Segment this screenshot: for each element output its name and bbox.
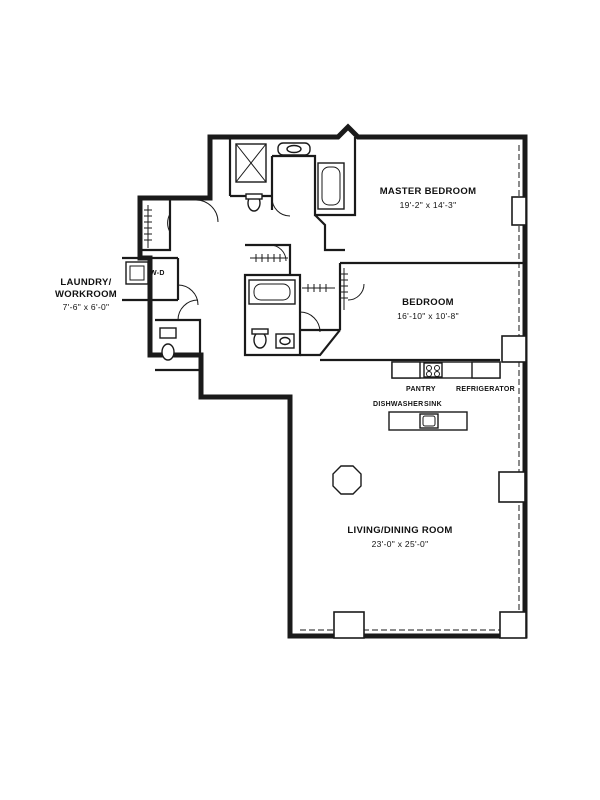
pantry-label: PANTRY (406, 386, 436, 393)
sink-label: SINK (424, 401, 442, 408)
bedroom-name: BEDROOM (402, 297, 454, 308)
master-bedroom-dims: 19'-2" x 14'-3" (400, 200, 457, 210)
refrigerator-label: REFRIGERATOR (456, 386, 515, 393)
kitchen (388, 361, 501, 431)
bedroom-dims: 16'-10" x 10'-8" (397, 311, 459, 321)
laundry-dims: 7'-6" x 6'-0" (63, 302, 110, 312)
labels: MASTER BEDROOM 19'-2" x 14'-3" BEDROOM 1… (55, 186, 515, 549)
laundry-name-line2: WORKROOM (55, 289, 117, 300)
master-bedroom-name: MASTER BEDROOM (380, 186, 477, 197)
living-dining-dims: 23'-0" x 25'-0" (372, 539, 429, 549)
living-dining-name: LIVING/DINING ROOM (347, 525, 452, 536)
dining-table (332, 465, 362, 495)
columns (333, 196, 527, 639)
door-swings (167, 197, 365, 333)
laundry-name-line1: LAUNDRY/ (60, 277, 111, 288)
master-bath-fixtures (235, 142, 345, 212)
dishwasher-label: DISHWASHER (373, 401, 423, 408)
closets (144, 205, 348, 310)
exterior-walls (137, 123, 528, 639)
laundry-fixtures (125, 261, 177, 361)
washer-dryer-label: W-D (150, 270, 165, 277)
second-bath-fixtures (248, 279, 296, 349)
